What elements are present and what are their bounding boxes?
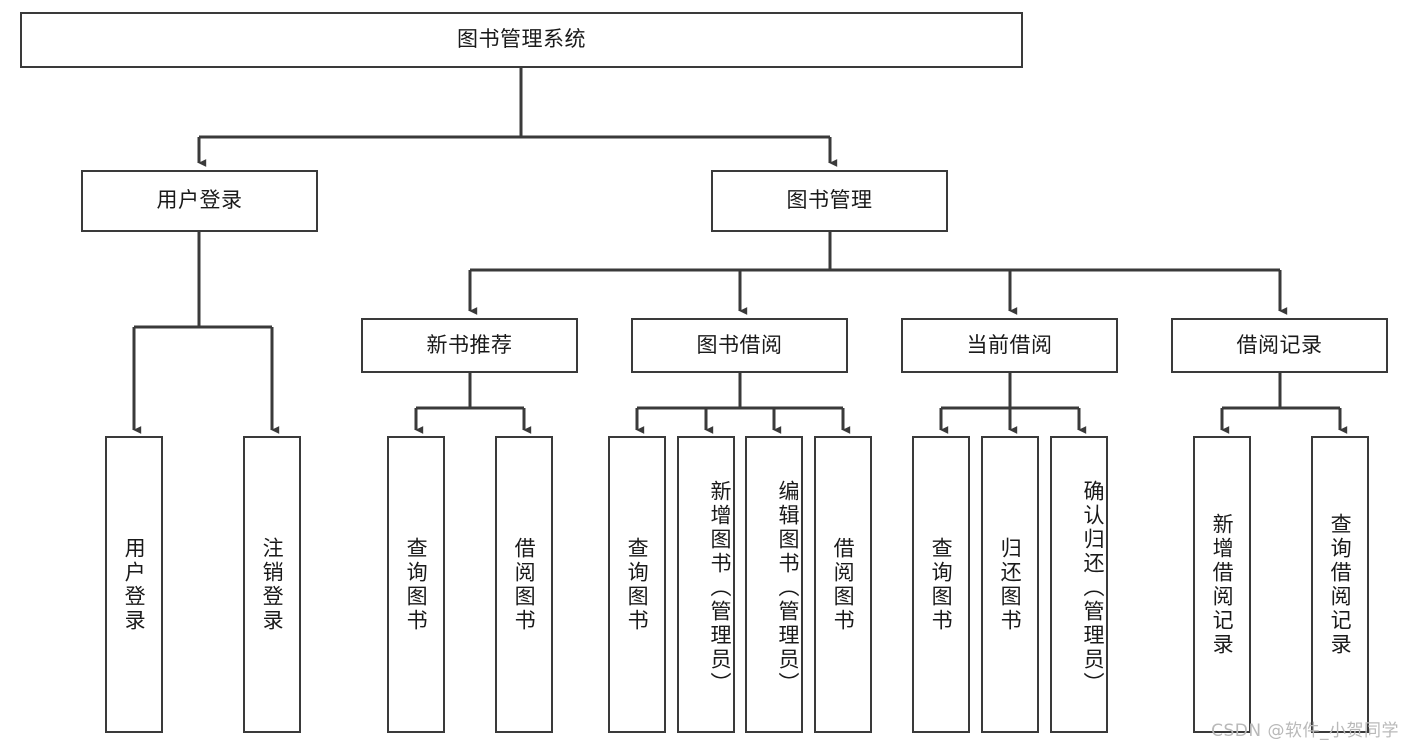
node-new-book-recommend[interactable]: 新书推荐	[361, 318, 578, 373]
node-user-login[interactable]: 用户登录	[81, 170, 318, 232]
leaf-current-query-book[interactable]: 查询图书	[912, 436, 970, 733]
leaf-recommend-query-book[interactable]: 查询图书	[387, 436, 445, 733]
leaf-record-query-record[interactable]: 查询借阅记录	[1311, 436, 1369, 733]
leaf-recommend-borrow-book[interactable]: 借阅图书	[495, 436, 553, 733]
node-current-borrow[interactable]: 当前借阅	[901, 318, 1118, 373]
leaf-borrow-borrow-book[interactable]: 借阅图书	[814, 436, 872, 733]
leaf-record-add-record[interactable]: 新增借阅记录	[1193, 436, 1251, 733]
node-borrow-record[interactable]: 借阅记录	[1171, 318, 1388, 373]
leaf-current-return-book[interactable]: 归还图书	[981, 436, 1039, 733]
leaf-borrow-query-book[interactable]: 查询图书	[608, 436, 666, 733]
leaf-current-confirm-return-admin[interactable]: 确认归还（管理员）	[1050, 436, 1108, 733]
csdn-watermark: CSDN @软件_小贺同学	[1211, 721, 1399, 741]
node-book-management[interactable]: 图书管理	[711, 170, 948, 232]
leaf-user-login-login[interactable]: 用户登录	[105, 436, 163, 733]
node-root-system[interactable]: 图书管理系统	[20, 12, 1023, 68]
leaf-borrow-edit-book-admin[interactable]: 编辑图书（管理员）	[745, 436, 803, 733]
leaf-borrow-add-book-admin[interactable]: 新增图书（管理员）	[677, 436, 735, 733]
leaf-user-login-logout[interactable]: 注销登录	[243, 436, 301, 733]
node-book-borrow[interactable]: 图书借阅	[631, 318, 848, 373]
